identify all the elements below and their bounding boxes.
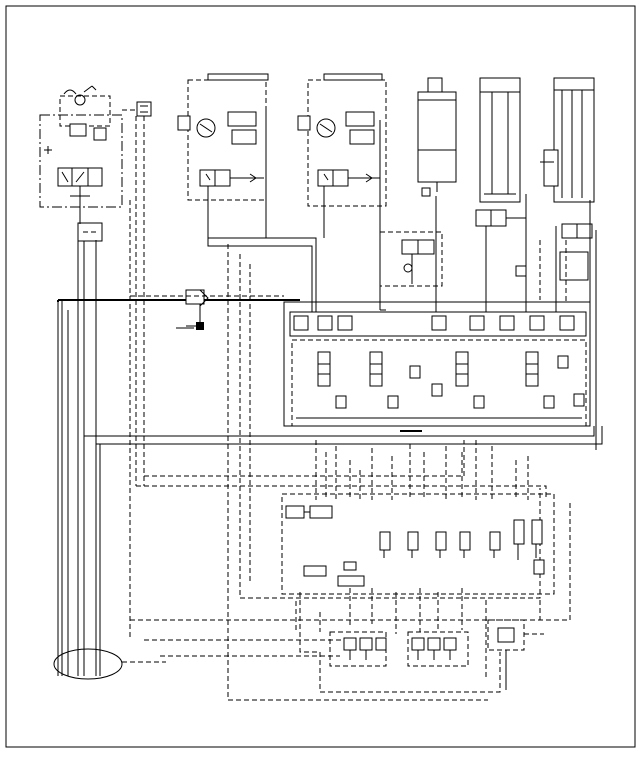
main-valve-manifold (57, 299, 591, 432)
bottom-valve-group (329, 619, 544, 690)
connection-lines (57, 196, 603, 701)
accumulator (176, 289, 209, 330)
valve-block-small (379, 231, 589, 287)
cylinder-2 (475, 77, 527, 227)
pump-unit-left (39, 85, 166, 680)
cylinder-3 (540, 77, 597, 450)
motor-unit-1 (177, 73, 269, 239)
motor-unit-2 (297, 73, 387, 310)
lower-valve-block (281, 493, 555, 595)
cylinder-1 (417, 77, 457, 197)
drawing-frame (5, 5, 636, 748)
filter-block (136, 101, 152, 117)
